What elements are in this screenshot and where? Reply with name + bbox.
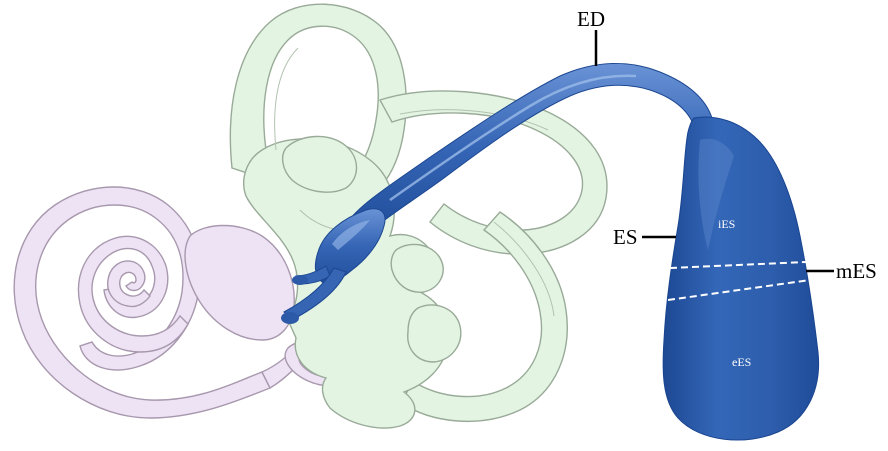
duct-branch-tip-upper: [292, 275, 308, 285]
label-ies: iES: [718, 217, 735, 231]
label-ed: ED: [577, 7, 605, 31]
cochlea-middle-coil: [78, 236, 188, 352]
cochlea-inner-coil: [108, 261, 150, 307]
duct-branch-tip-lower: [281, 312, 299, 324]
label-mes: mES: [836, 259, 877, 283]
ampulla-posterior: [408, 305, 461, 362]
canal-inner-line-1: [275, 48, 298, 150]
endolymphatic-sac: [663, 117, 819, 440]
saccule: [185, 226, 294, 341]
label-es: ES: [613, 225, 638, 249]
label-ees: eES: [732, 355, 751, 369]
